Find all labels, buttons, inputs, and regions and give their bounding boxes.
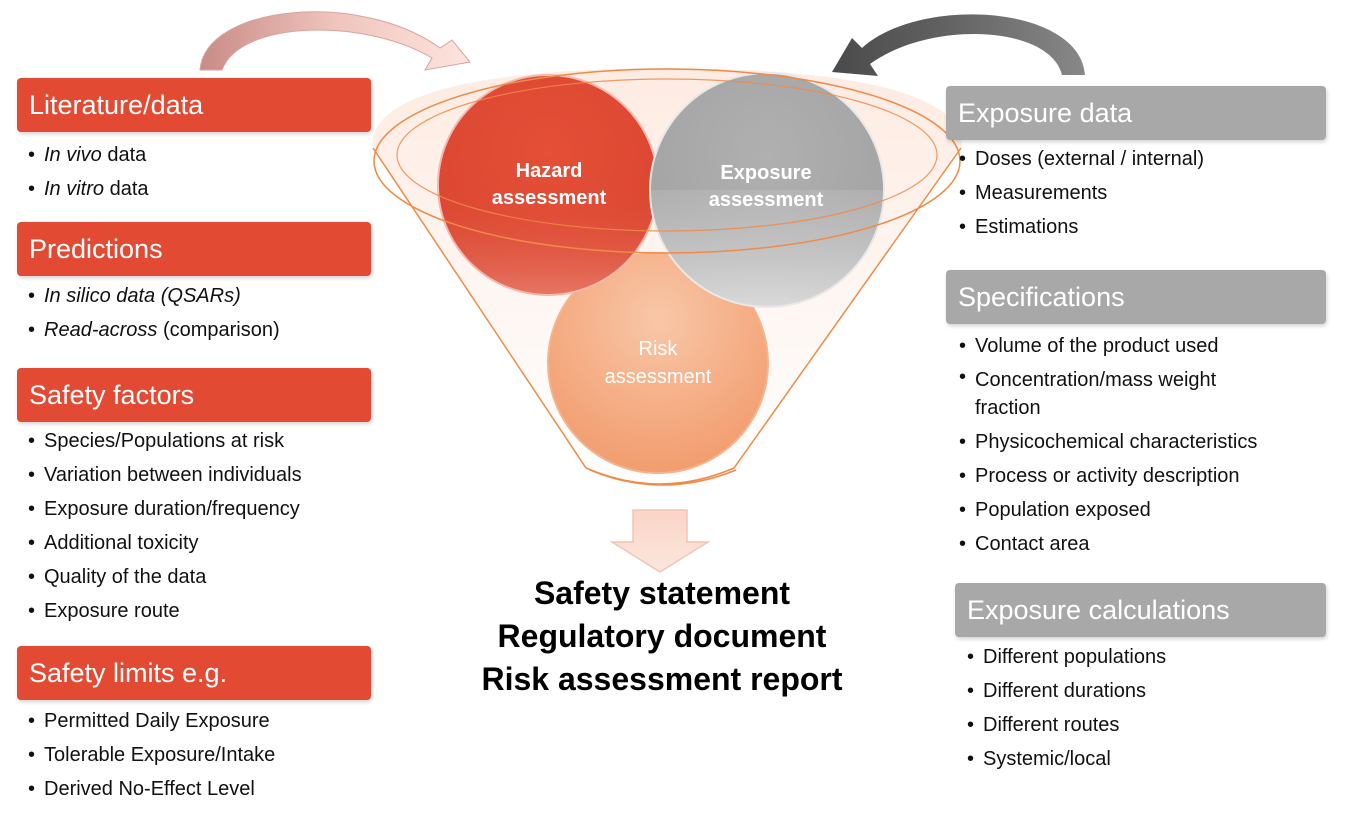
list-item: Derived No-Effect Level	[28, 772, 275, 806]
list-item: Different routes	[967, 708, 1166, 742]
list-item: Variation between individuals	[28, 458, 302, 492]
predictions-title: Predictions	[29, 233, 163, 264]
outcome-risk-assessment-report: Risk assessment report	[481, 661, 843, 697]
literature-data-header: Literature/data	[17, 78, 371, 132]
list-item: Different durations	[967, 674, 1166, 708]
list-item: Physicochemical characteristics	[959, 425, 1319, 459]
list-item: Process or activity description	[959, 459, 1319, 493]
safety-factors-header: Safety factors	[17, 368, 371, 422]
list-item: In vivo data	[28, 138, 149, 172]
list-item: Tolerable Exposure/Intake	[28, 738, 275, 772]
risk-label-line1: Risk	[639, 338, 679, 360]
list-item: Concentration/mass weight fraction	[959, 363, 1275, 425]
list-item: Different populations	[967, 640, 1166, 674]
list-item: Estimations	[959, 210, 1204, 244]
outcome-regulatory-document: Regulatory document	[497, 618, 827, 654]
curved-arrow-right-icon	[832, 14, 1085, 76]
list-item: Measurements	[959, 176, 1204, 210]
predictions-list: In silico data (QSARs) Read-across (comp…	[28, 279, 280, 347]
exposure-label-line2: assessment	[709, 189, 824, 211]
safety-factors-list: Species/Populations at risk Variation be…	[28, 424, 302, 628]
list-item: In vitro data	[28, 172, 149, 206]
list-item: Permitted Daily Exposure	[28, 704, 275, 738]
literature-data-title: Literature/data	[29, 89, 204, 120]
down-arrow-icon	[609, 509, 711, 573]
literature-data-list: In vivo data In vitro data	[28, 138, 149, 206]
list-item: Read-across (comparison)	[28, 313, 280, 347]
hazard-label-line1: Hazard	[516, 160, 583, 182]
exposure-calculations-header: Exposure calculations	[955, 583, 1326, 637]
list-item: Volume of the product used	[959, 329, 1319, 363]
exposure-data-header: Exposure data	[946, 86, 1326, 140]
exposure-calculations-list: Different populations Different duration…	[967, 640, 1166, 776]
safety-limits-list: Permitted Daily Exposure Tolerable Expos…	[28, 704, 275, 806]
list-item: Population exposed	[959, 493, 1319, 527]
list-item: Species/Populations at risk	[28, 424, 302, 458]
curved-arrow-left-icon	[199, 11, 471, 71]
exposure-calculations-title: Exposure calculations	[967, 594, 1230, 625]
list-item: Additional toxicity	[28, 526, 302, 560]
exposure-data-list: Doses (external / internal) Measurements…	[959, 142, 1204, 244]
list-item: Systemic/local	[967, 742, 1166, 776]
hazard-assessment-circle	[437, 74, 659, 296]
list-item: Doses (external / internal)	[959, 142, 1204, 176]
exposure-label-line1: Exposure	[720, 162, 811, 184]
specifications-title: Specifications	[958, 281, 1125, 312]
hazard-label-line2: assessment	[492, 187, 607, 209]
list-item: In silico data (QSARs)	[28, 279, 280, 313]
safety-factors-title: Safety factors	[29, 379, 195, 410]
list-item: Exposure duration/frequency	[28, 492, 302, 526]
safety-limits-title: Safety limits e.g.	[29, 657, 228, 688]
funnel-rim-inner	[396, 78, 938, 232]
risk-label-line2: assessment	[605, 366, 712, 388]
specifications-list: Volume of the product used Concentration…	[959, 329, 1319, 561]
exposure-assessment-circle	[649, 72, 885, 308]
outcome-safety-statement: Safety statement	[533, 575, 791, 611]
list-item: Exposure route	[28, 594, 302, 628]
safety-limits-header: Safety limits e.g.	[17, 646, 371, 700]
predictions-header: Predictions	[17, 222, 371, 276]
outcomes-block: Safety statement Regulatory document Ris…	[462, 572, 862, 701]
list-item: Quality of the data	[28, 560, 302, 594]
exposure-data-title: Exposure data	[958, 97, 1133, 128]
specifications-header: Specifications	[946, 270, 1326, 324]
list-item: Contact area	[959, 527, 1319, 561]
